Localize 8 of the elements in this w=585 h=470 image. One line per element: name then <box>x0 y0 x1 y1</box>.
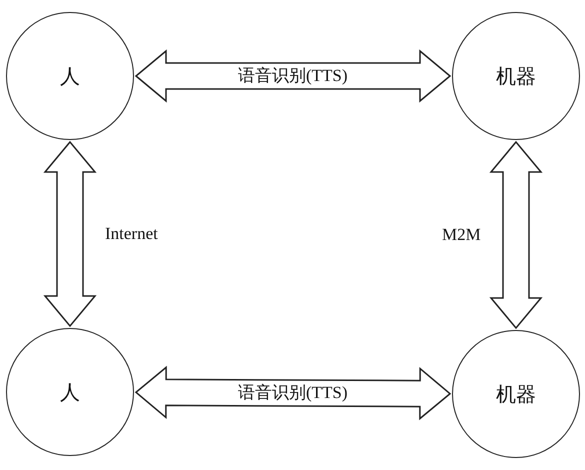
node-label: 机器 <box>496 382 536 408</box>
node-label: 人 <box>60 380 80 406</box>
node-label: 机器 <box>496 64 536 90</box>
edge-label: 语音识别(TTS) <box>236 383 350 403</box>
edge-label: 语音识别(TTS) <box>236 66 350 86</box>
node-label: 人 <box>60 64 80 90</box>
double-arrow <box>489 140 543 330</box>
double-arrow <box>43 140 97 328</box>
